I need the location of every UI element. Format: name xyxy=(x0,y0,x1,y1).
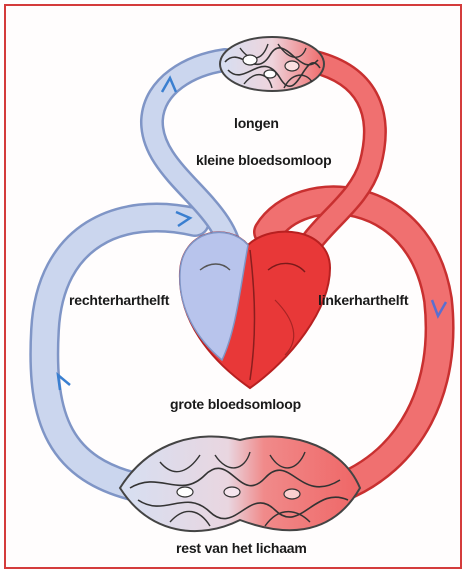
label-right-heart-half: rechterharthelft xyxy=(69,292,169,308)
label-rest-of-body: rest van het lichaam xyxy=(176,540,307,556)
label-lungs: longen xyxy=(234,115,279,131)
lung-capillaries xyxy=(220,37,324,91)
body-capillaries xyxy=(120,436,360,531)
label-large-circulation: grote bloedsomloop xyxy=(170,396,301,412)
flow-arrow-vena-cava-lower xyxy=(58,375,70,390)
label-left-heart-half: linkerharthelft xyxy=(318,292,408,308)
heart xyxy=(180,232,330,388)
label-small-circulation: kleine bloedsomloop xyxy=(196,152,331,168)
